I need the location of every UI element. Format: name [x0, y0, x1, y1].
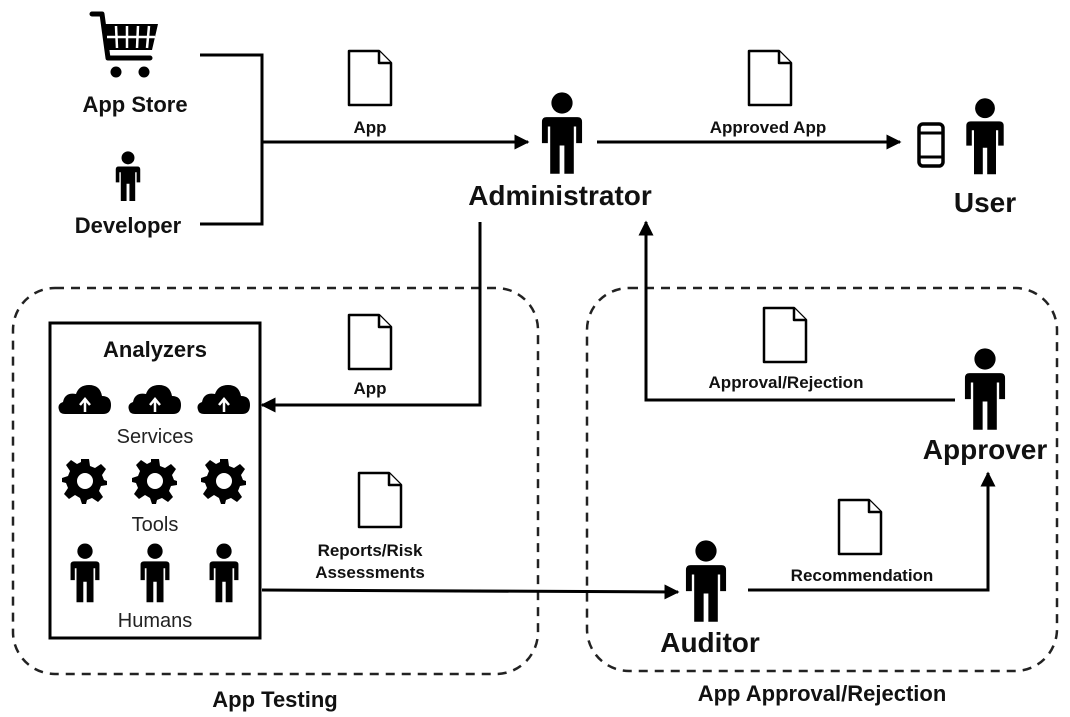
analyzers-label: Analyzers: [103, 337, 207, 362]
recommendation-to-approver-arrow: [748, 471, 996, 592]
app-test-edge-label: App: [353, 379, 386, 398]
recommendation-document-icon: [837, 498, 883, 556]
tools-label: Tools: [132, 514, 179, 536]
app-testing-group: [11, 286, 540, 676]
approver-label: Approver: [923, 434, 1048, 465]
approved-app-document-icon: [747, 49, 793, 107]
app-store-developer-bracket: [200, 53, 264, 226]
approved-app-edge-label: Approved App: [710, 118, 826, 137]
gear-icon: [62, 459, 107, 504]
administrator-to-analyzers-arrow: [260, 222, 482, 413]
reports-document-icon: [357, 471, 403, 529]
gear-icon: [132, 459, 177, 504]
services-label: Services: [117, 426, 194, 448]
approver-person-icon: [964, 348, 1006, 430]
app-edge-label: App: [353, 118, 386, 137]
administrator-person-icon: [541, 92, 583, 174]
gear-icon: [201, 459, 246, 504]
approval-to-administrator-arrow: [638, 220, 955, 402]
phone-icon: [917, 122, 945, 168]
app-store-label: App Store: [82, 92, 187, 117]
reports-edge-label-line1: Reports/Risk: [318, 541, 423, 560]
auditor-person-icon: [685, 540, 727, 622]
app-testing-group-label: App Testing: [212, 687, 337, 712]
recommendation-edge-label: Recommendation: [791, 566, 934, 585]
humans-label: Humans: [118, 610, 192, 632]
auditor-label: Auditor: [660, 627, 760, 658]
user-label: User: [954, 187, 1016, 218]
administrator-label: Administrator: [468, 180, 652, 211]
developer-person-icon: [115, 151, 141, 202]
developer-label: Developer: [75, 213, 182, 238]
app-test-document-icon: [347, 313, 393, 371]
approval-document-icon: [762, 306, 808, 364]
approval-rejection-edge-label: Approval/Rejection: [709, 373, 864, 392]
app-approval-group-label: App Approval/Rejection: [698, 681, 947, 706]
app-approval-group: [585, 286, 1059, 673]
app-document-icon: [347, 49, 393, 107]
shopping-cart-icon: [89, 11, 158, 78]
user-person-icon: [966, 98, 1004, 175]
reports-edge-label-line2: Assessments: [315, 563, 425, 582]
reports-to-auditor-arrow: [261, 584, 680, 600]
